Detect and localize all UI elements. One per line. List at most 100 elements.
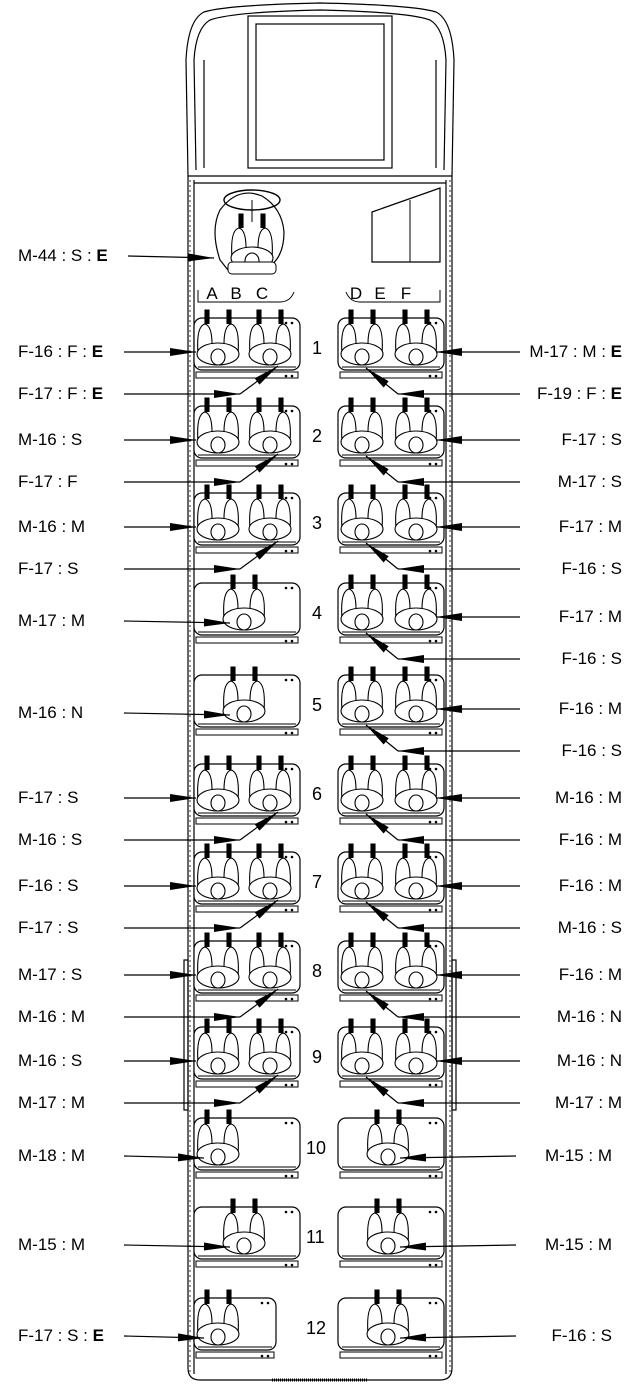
arrowhead-icon <box>170 1057 196 1065</box>
row-number: 9 <box>312 1047 323 1067</box>
passenger-arrow <box>365 542 399 570</box>
passenger-label: M-16 : M <box>18 1007 86 1026</box>
seat-bench-right <box>337 574 445 644</box>
passenger-arrow-line <box>398 478 520 486</box>
passenger-icon <box>248 755 292 812</box>
arrowhead-icon <box>214 836 240 844</box>
seat-bench-left <box>193 843 301 913</box>
passenger-icon <box>196 484 240 541</box>
passenger-icon <box>196 397 240 454</box>
column-letter: B <box>230 284 241 303</box>
passenger-icon <box>340 397 384 454</box>
passenger-arrow <box>123 710 231 719</box>
arrowhead-icon <box>170 971 196 979</box>
seat-bench-right <box>337 484 445 554</box>
seat-bench-right <box>337 843 445 913</box>
arrowhead-icon <box>177 1153 204 1162</box>
passenger-icon <box>340 1018 384 1075</box>
passenger-icon <box>394 309 438 366</box>
passenger-label: F-16 : F : E <box>18 342 104 361</box>
passenger-arrow-line <box>124 924 240 932</box>
seat-base <box>339 546 443 554</box>
passenger-label: M-16 : M <box>554 788 622 807</box>
passenger-icon <box>222 1198 266 1255</box>
arrowhead-icon <box>436 613 462 621</box>
passenger-icon <box>248 484 292 541</box>
column-letter: E <box>374 284 385 303</box>
seat-bench-left <box>193 397 301 467</box>
arrowhead-icon <box>398 747 424 755</box>
passenger-icon <box>366 1109 410 1166</box>
arrowhead-icon <box>436 348 462 356</box>
passenger-arrow <box>124 1057 196 1065</box>
seat-base <box>339 905 443 913</box>
passenger-icon <box>196 843 240 900</box>
passenger-arrow <box>239 811 279 841</box>
seat-bench-left <box>193 309 301 379</box>
row-number: 10 <box>306 1138 327 1158</box>
passenger-arrow <box>124 971 196 979</box>
arrowhead-icon <box>366 633 389 653</box>
passenger-label: M-17 : M <box>18 611 86 630</box>
passenger-arrow <box>436 436 520 444</box>
seat-base <box>339 1351 443 1359</box>
seat-base <box>195 994 299 1002</box>
passenger-arrow <box>436 348 520 356</box>
passenger-icon <box>340 574 384 631</box>
arrowhead-icon <box>366 1077 389 1097</box>
passenger-icon <box>248 843 292 900</box>
arrowhead-icon <box>400 1333 427 1342</box>
column-letter: A <box>206 284 218 303</box>
passenger-arrow <box>365 1076 399 1104</box>
row-number: 11 <box>306 1227 325 1247</box>
passenger-arrow <box>436 1057 520 1065</box>
arrowhead-icon <box>170 348 196 356</box>
passenger-arrow-line <box>398 565 520 573</box>
arrowhead-icon <box>436 705 462 713</box>
passenger-label: F-17 : S <box>561 430 622 449</box>
passenger-icon <box>394 1018 438 1075</box>
row-number: 3 <box>312 513 323 533</box>
arrowhead-icon <box>254 366 278 385</box>
arrowhead-icon <box>254 900 278 919</box>
entry-step <box>371 187 441 263</box>
passenger-arrow <box>124 436 196 444</box>
passenger-icon <box>394 484 438 541</box>
passenger-label: M-16 : N <box>18 703 84 722</box>
passenger-arrow <box>123 1153 205 1162</box>
passenger-icon <box>340 666 384 723</box>
passenger-arrow <box>365 813 399 841</box>
seat-bench-left <box>193 1109 301 1179</box>
passenger-arrow <box>123 1242 231 1251</box>
driver-label: M-44 : S : E <box>18 246 108 265</box>
row-number: 4 <box>312 603 323 623</box>
passenger-arrow <box>124 523 196 531</box>
arrowhead-icon <box>398 655 424 663</box>
passenger-arrow-line <box>398 1099 520 1107</box>
seat-bench-left <box>193 932 301 1002</box>
arrowhead-icon <box>170 523 196 531</box>
passenger-label: F-16 : M <box>558 830 622 849</box>
passenger-label: F-17 : S <box>18 788 79 807</box>
passenger-label: M-16 : S <box>18 1051 83 1070</box>
passenger-icon <box>340 309 384 366</box>
seat-bench-left <box>193 1018 301 1088</box>
passenger-icon <box>340 843 384 900</box>
arrowhead-icon <box>214 1013 240 1021</box>
passenger-arrow <box>123 618 231 627</box>
passenger-icon <box>340 484 384 541</box>
seat-bench-left <box>193 484 301 554</box>
passenger-arrow <box>124 348 196 356</box>
passenger-label: F-16 : S <box>551 1326 612 1345</box>
row-number: 8 <box>312 961 323 981</box>
passenger-arrow <box>436 613 520 621</box>
passenger-arrow <box>123 1333 205 1342</box>
passenger-icon <box>248 309 292 366</box>
arrowhead-icon <box>366 991 389 1011</box>
passenger-label: M-16 : M <box>18 517 86 536</box>
passenger-label: F-17 : F <box>18 472 78 491</box>
arrowhead-icon <box>398 390 424 398</box>
passenger-icon <box>366 1198 410 1255</box>
seat-bench-left <box>193 1198 301 1268</box>
passenger-label: F-17 : S : E <box>18 1326 104 1345</box>
